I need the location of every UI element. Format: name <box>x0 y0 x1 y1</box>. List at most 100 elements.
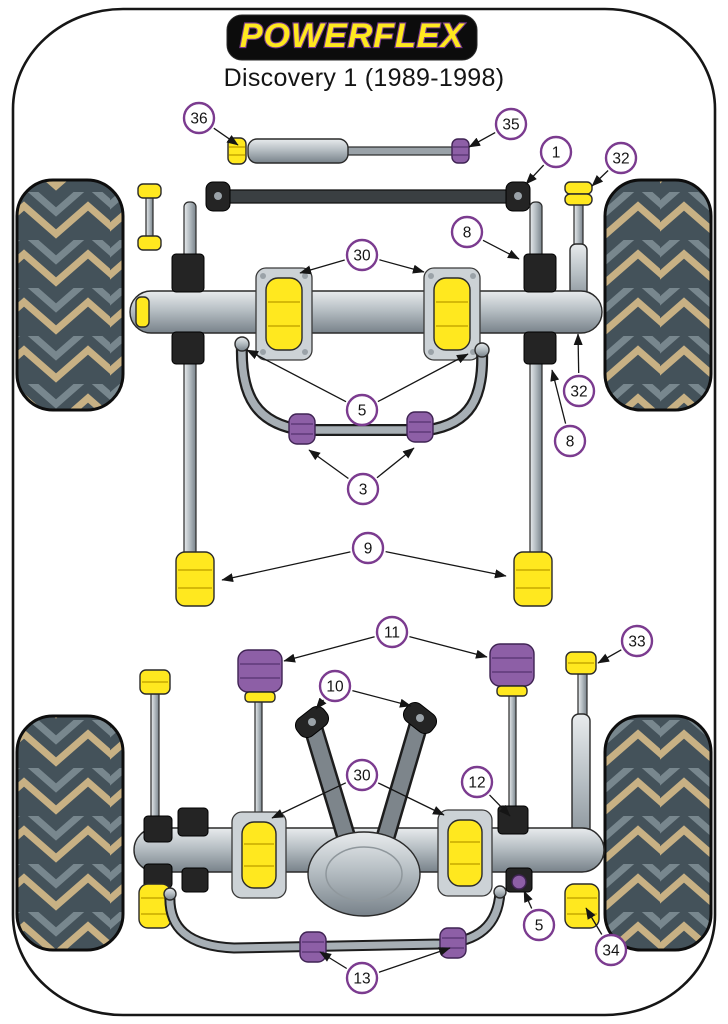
radius-arm-bushing-left <box>175 551 215 607</box>
callout-arrow-9 <box>221 551 351 583</box>
rear-link-bushing-left-bottom <box>138 883 172 929</box>
trailing-bushing-right-purple <box>511 874 527 890</box>
callout-arrow-34 <box>585 907 603 935</box>
callout-number-32: 32 <box>570 384 587 401</box>
callout-number-32: 32 <box>612 151 629 168</box>
axle-bracket-right-bottom <box>523 331 557 365</box>
callout-arrow-3 <box>376 447 415 479</box>
callout-arrow-13 <box>378 947 451 973</box>
callout-arrow-30 <box>271 782 347 819</box>
arb-bushing-right-purple <box>406 411 434 443</box>
callout-circle-35 <box>494 107 528 141</box>
callout-arrow-1 <box>525 164 545 185</box>
callout-number-36: 36 <box>190 111 207 128</box>
callout-circle-10 <box>318 669 352 703</box>
callout-circle-5 <box>345 393 379 427</box>
arb-end-link-right <box>474 342 490 358</box>
callout-circle-33 <box>620 624 654 658</box>
trailing-bracket-right-top <box>497 805 529 835</box>
radius-arm-bushing-right <box>513 551 553 607</box>
callout-circle-3 <box>346 472 380 506</box>
callout-number-33: 33 <box>628 634 645 651</box>
callout-arrow-13 <box>319 951 348 970</box>
callout-number-10: 10 <box>326 679 344 696</box>
arb-bushing-left-purple <box>288 413 316 445</box>
arb-end-link-left <box>234 336 250 352</box>
callout-arrow-5 <box>377 353 469 403</box>
callout-arrow-11 <box>283 636 375 663</box>
rear-axle-bushing-left <box>231 811 287 899</box>
callout-circle-1 <box>539 135 573 169</box>
callout-number-9: 9 <box>364 541 373 558</box>
front-axle-bushing-right <box>423 267 481 361</box>
spring-rod <box>508 693 517 811</box>
callout-arrow-32 <box>591 170 609 187</box>
axle-bracket-left-top <box>171 253 205 293</box>
axle-bracket-right-top <box>523 253 557 293</box>
callout-number-12: 12 <box>468 775 485 792</box>
rear-link-left <box>139 669 171 887</box>
trailing-bracket-left-bottom <box>181 867 209 893</box>
callout-number-34: 34 <box>602 943 620 960</box>
axle-end-bracket-left-top <box>143 815 173 843</box>
spring-rod <box>254 699 263 829</box>
callout-arrow-30 <box>379 259 425 274</box>
callout-number-5: 5 <box>535 918 544 935</box>
axle-bracket-left-bottom <box>171 331 205 365</box>
callout-circle-32 <box>604 141 638 175</box>
rear-spring-right <box>489 643 535 811</box>
callout-arrow-30 <box>377 782 445 816</box>
front-axle-tube <box>129 290 603 334</box>
steering-damper-bushing-right-purple <box>451 138 470 164</box>
callout-circle-12 <box>460 765 494 799</box>
callout-arrow-5 <box>523 890 533 909</box>
callout-number-3: 3 <box>359 482 368 499</box>
rear-arb-end-right <box>493 885 507 899</box>
callout-circle-30 <box>345 238 379 272</box>
callout-arrow-12 <box>489 794 511 817</box>
rear-spring-left <box>237 649 283 829</box>
callout-arrow-36 <box>213 127 239 146</box>
front-anti-roll-bar <box>234 336 490 445</box>
rear-arb-end-left <box>163 887 177 901</box>
shock-rod <box>577 673 588 717</box>
steering-damper-body <box>247 138 349 164</box>
callout-circle-11 <box>375 615 409 649</box>
callout-arrow-8 <box>482 239 520 260</box>
front-suspension <box>129 137 603 607</box>
callout-number-8: 8 <box>463 225 472 242</box>
differential <box>307 831 421 917</box>
callout-number-30: 30 <box>353 768 371 785</box>
callout-circle-34 <box>594 933 628 967</box>
callout-arrow-9 <box>385 550 507 579</box>
trailing-bracket-left-top <box>177 807 209 837</box>
callout-number-30: 30 <box>353 248 371 265</box>
callout-circle-8 <box>553 424 587 458</box>
powerflex-logo-background <box>226 14 478 61</box>
callout-circle-9 <box>351 531 385 565</box>
tire-front-right <box>603 178 713 412</box>
rear-suspension <box>133 643 605 963</box>
callout-arrow-33 <box>597 649 622 664</box>
callout-number-13: 13 <box>353 971 370 988</box>
tire-front-left <box>15 178 125 412</box>
rear-shock-right <box>565 651 597 865</box>
tire-rear-left <box>15 714 125 952</box>
callout-circle-5 <box>522 908 556 942</box>
callout-arrow-32 <box>573 333 583 374</box>
callout-arrow-8 <box>550 369 567 424</box>
rear-arb-bushing-left-purple <box>299 931 327 963</box>
callout-circle-13 <box>345 961 379 995</box>
drop-link-bushing-top <box>137 183 162 199</box>
callout-arrow-10 <box>315 697 327 710</box>
drop-link-bushing-bottom <box>137 235 162 251</box>
callout-arrow-30 <box>299 259 345 275</box>
callout-arrow-5 <box>246 349 347 403</box>
panhard-rod-bar <box>221 189 515 204</box>
callout-circle-32 <box>562 374 596 408</box>
rear-arb-bushing-right-purple <box>439 927 467 959</box>
shock-top-bushing-2 <box>564 193 593 206</box>
